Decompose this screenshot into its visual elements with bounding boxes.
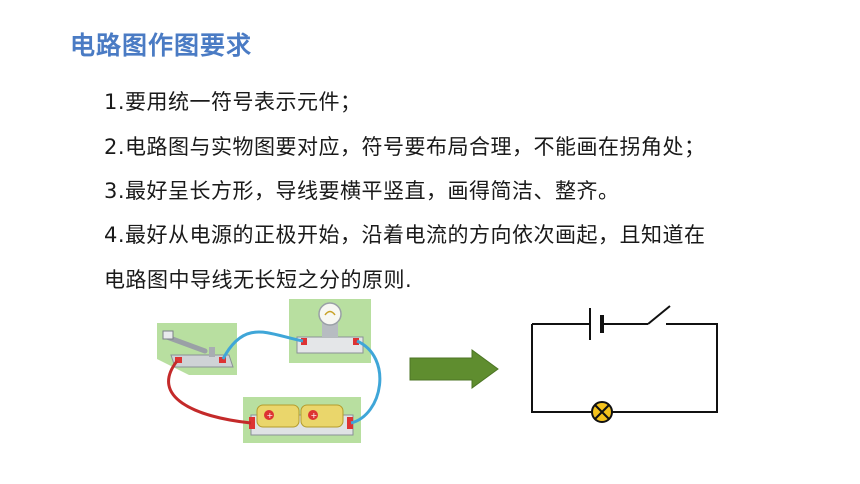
wire-right-bottom: [612, 323, 718, 413]
rule-4: 4.最好从电源的正极开始，沿着电流的方向依次画起，且知道在: [104, 223, 706, 247]
lamp-symbol: [591, 401, 613, 423]
blue-wire-lamp-battery: [350, 339, 382, 425]
switch-component: [162, 330, 234, 368]
battery-component: + +: [249, 404, 354, 436]
slide-title: 电路图作图要求: [70, 31, 253, 60]
blue-wire-switch-lamp: [221, 330, 304, 360]
rule-3: 3.最好呈长方形，导线要横平竖直，画得简洁、整齐。: [104, 179, 620, 203]
right-arrow-icon: [409, 349, 499, 389]
rule-4-continued: 电路图中导线无长短之分的原则.: [104, 268, 413, 292]
switch-blade: [647, 305, 671, 325]
physical-circuit-illustration: + +: [157, 299, 382, 443]
lamp-component: [296, 302, 364, 354]
svg-text:+: +: [267, 411, 274, 420]
wire-left-bottom: [531, 324, 592, 413]
rule-2: 2.电路图与实物图要对应，符号要布局合理，不能画在拐角处；: [104, 135, 706, 159]
svg-text:+: +: [311, 411, 318, 420]
circuit-diagram: [531, 305, 718, 423]
red-wire-switch-battery: [167, 360, 252, 425]
rule-1: 1.要用统一符号表示元件；: [104, 90, 362, 114]
